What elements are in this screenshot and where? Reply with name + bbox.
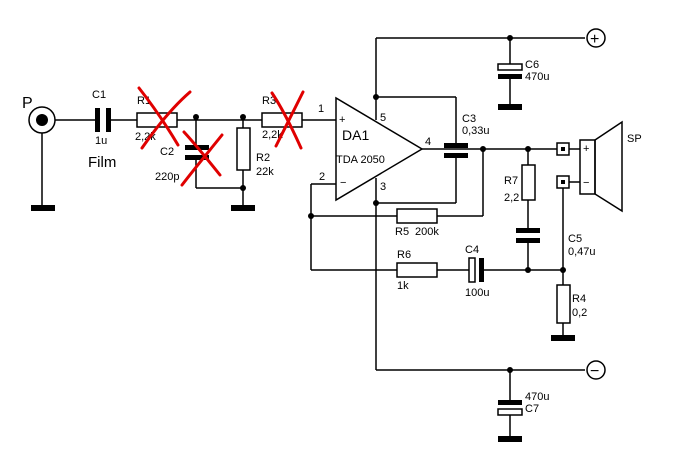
ground-symbol xyxy=(231,205,255,211)
crossout-r1 xyxy=(137,86,192,150)
crossout-r3 xyxy=(270,90,305,150)
capacitor-c7 xyxy=(497,400,523,416)
c3-value: 0,33u xyxy=(462,125,490,137)
r3-value: 2,2k xyxy=(262,129,283,141)
r7-name: R7 xyxy=(504,175,518,187)
input-label: P xyxy=(22,95,33,112)
r6-name: R6 xyxy=(397,249,411,261)
c2-name: C2 xyxy=(160,146,174,158)
ground-symbol xyxy=(498,104,522,110)
speaker-minus-label: − xyxy=(583,177,589,189)
ground-symbol xyxy=(31,205,55,211)
resistor-r6 xyxy=(396,262,438,278)
crossout-c2 xyxy=(180,130,224,187)
speaker-sp xyxy=(579,120,623,213)
ic-pin3-label: 3 xyxy=(380,181,386,193)
c7-value: 470u xyxy=(525,391,549,403)
c4-name: C4 xyxy=(465,244,479,256)
r5-name: R5 xyxy=(395,226,409,238)
resistor-r3 xyxy=(261,112,303,128)
r3-name: R3 xyxy=(262,95,276,107)
resistor-r7 xyxy=(521,164,536,201)
r6-value: 1k xyxy=(397,280,409,292)
c1-name: C1 xyxy=(92,89,106,101)
r2-value: 22k xyxy=(256,166,274,178)
ground-symbol xyxy=(498,436,522,442)
c5-name: C5 xyxy=(568,233,582,245)
capacitor-c3 xyxy=(444,143,468,158)
c1-value: 1u xyxy=(95,135,107,147)
c3-name: C3 xyxy=(462,113,476,125)
plus-supply-label: + xyxy=(590,31,599,48)
speaker-plus-label: + xyxy=(583,143,589,155)
minus-supply-terminal xyxy=(586,360,606,380)
c7-name: C7 xyxy=(525,403,539,415)
opamp-da1 xyxy=(335,96,424,202)
resistor-r2 xyxy=(236,127,251,171)
r4-value: 0,2 xyxy=(572,307,587,319)
ic-minus-label: − xyxy=(340,177,346,189)
resistor-r5 xyxy=(396,208,438,224)
c6-value: 470u xyxy=(525,71,549,83)
ic-pin5-label: 5 xyxy=(380,112,386,124)
capacitor-c4 xyxy=(468,257,484,283)
ic-pin2-label: 2 xyxy=(319,171,325,183)
speaker-name: SP xyxy=(627,133,642,145)
c4-value: 100u xyxy=(465,287,489,299)
r2-name: R2 xyxy=(256,152,270,164)
c2-value: 220p xyxy=(155,171,179,183)
c6-name: C6 xyxy=(525,59,539,71)
c1-note: Film xyxy=(88,154,116,171)
minus-supply-label: − xyxy=(590,363,599,380)
ic-pin1-label: 1 xyxy=(318,103,324,115)
resistor-r4 xyxy=(556,284,571,324)
input-jack xyxy=(28,106,56,211)
capacitor-c1 xyxy=(95,108,111,132)
ic-part: TDA 2050 xyxy=(336,154,385,166)
capacitor-c6 xyxy=(497,63,523,79)
plus-supply-terminal xyxy=(586,28,606,48)
c5-value: 0,47u xyxy=(568,246,596,258)
r7-value: 2,2 xyxy=(504,192,519,204)
resistor-r1 xyxy=(136,112,178,128)
r5-value: 200k xyxy=(415,226,439,238)
r4-name: R4 xyxy=(572,293,586,305)
capacitor-c5 xyxy=(516,228,540,243)
ic-name: DA1 xyxy=(342,127,369,143)
ic-pin4-label: 4 xyxy=(425,136,431,148)
ic-plus-label: + xyxy=(339,114,345,126)
ground-symbol xyxy=(551,335,575,341)
